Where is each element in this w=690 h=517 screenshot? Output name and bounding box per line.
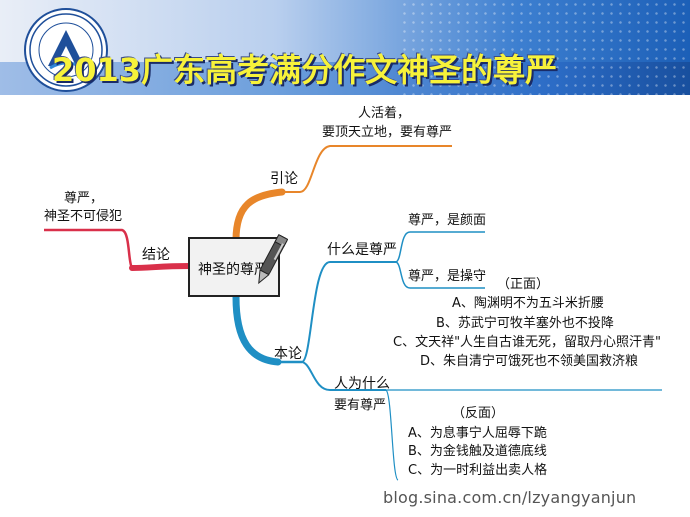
what-item-1: 尊严，是颜面 bbox=[408, 212, 486, 230]
jielun-label: 结论 bbox=[142, 246, 170, 264]
negative-item-b: B、为金钱触及道德底线 bbox=[408, 443, 547, 461]
negative-heading: （反面） bbox=[452, 405, 504, 423]
yinlun-label: 引论 bbox=[270, 170, 298, 188]
positive-item-c: C、文天祥"人生自古谁无死，留取丹心照汗青" bbox=[393, 334, 661, 352]
watermark-url: blog.sina.com.cn/lzyangyanjun bbox=[383, 488, 636, 507]
what-item-2: 尊严，是操守 bbox=[408, 268, 486, 286]
slide-header: 2013广东高考满分作文神圣的尊严 bbox=[0, 0, 690, 95]
branch-what-line bbox=[302, 262, 396, 362]
jielun-text-line2: 神圣不可侵犯 bbox=[44, 208, 122, 226]
benlun-label: 本论 bbox=[274, 345, 302, 363]
what-label: 什么是尊严 bbox=[327, 241, 397, 259]
why-label-line2: 要有尊严 bbox=[334, 397, 386, 415]
yinlun-text-line2: 要顶天立地，要有尊严 bbox=[322, 124, 452, 142]
jielun-text-line1: 尊严， bbox=[64, 190, 103, 208]
branch-jielun-trunk bbox=[132, 266, 190, 268]
positive-item-b: B、苏武宁可牧羊塞外也不投降 bbox=[436, 315, 614, 333]
branch-yinlun-line bbox=[282, 146, 452, 192]
branch-benlun-trunk bbox=[236, 297, 278, 362]
yinlun-text-line1: 人活着， bbox=[358, 105, 410, 123]
negative-item-a: A、为息事宁人屈辱下跪 bbox=[408, 425, 547, 443]
why-negative-line bbox=[386, 390, 398, 480]
mind-map: 人活着， 要顶天立地，要有尊严 引论 尊严， 神圣不可侵犯 结论 本论 什么是尊… bbox=[0, 95, 690, 517]
pen-icon bbox=[254, 230, 288, 294]
what-item-1-line bbox=[396, 232, 485, 262]
positive-heading: （正面） bbox=[497, 276, 549, 294]
positive-item-d: D、朱自清宁可饿死也不领美国救济粮 bbox=[420, 353, 638, 371]
branch-jielun-line bbox=[44, 230, 132, 268]
positive-item-a: A、陶渊明不为五斗米折腰 bbox=[452, 295, 604, 313]
why-label-line1: 人为什么 bbox=[334, 375, 390, 393]
negative-item-c: C、为一时利益出卖人格 bbox=[408, 462, 547, 480]
page-title: 2013广东高考满分作文神圣的尊严 bbox=[52, 48, 557, 92]
